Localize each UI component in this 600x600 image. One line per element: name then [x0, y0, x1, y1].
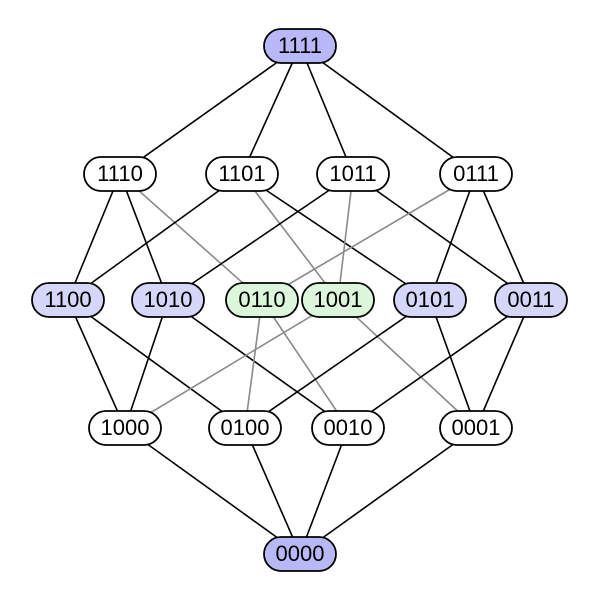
- node-box: [301, 282, 375, 318]
- node-label: 0000: [276, 541, 325, 566]
- edge-1011-0011: [352, 173, 532, 301]
- edge-0110-0010: [261, 299, 349, 429]
- node-box: [208, 410, 282, 446]
- edge-1101-0101: [241, 173, 431, 301]
- node-label: 1110: [97, 161, 143, 186]
- node-1111: 1111: [263, 28, 337, 64]
- edge-1111-1110: [119, 45, 301, 175]
- edge-0111-0101: [429, 173, 477, 301]
- node-0100: 0100: [208, 410, 282, 446]
- edge-1100-1000: [67, 299, 126, 429]
- edge-0011-0001: [475, 299, 532, 429]
- node-label: 0001: [452, 415, 501, 440]
- edge-0001-0000: [299, 427, 477, 555]
- edge-1100-0100: [67, 299, 246, 429]
- edge-0110-0100: [244, 299, 263, 429]
- edge-0111-0110: [261, 173, 477, 301]
- edge-1110-1010: [119, 173, 169, 301]
- node-box: [439, 410, 513, 446]
- edge-layer: [67, 45, 532, 555]
- node-0000: 0000: [263, 536, 337, 572]
- edge-0101-0001: [429, 299, 477, 429]
- node-label: 1000: [101, 415, 150, 440]
- node-1011: 1011: [316, 156, 390, 192]
- node-box: [439, 156, 513, 192]
- node-box: [31, 282, 105, 318]
- edge-1000-0000: [124, 427, 301, 555]
- node-label: 0110: [238, 287, 285, 312]
- node-box: [225, 282, 299, 318]
- node-box: [263, 536, 337, 572]
- node-label: 0101: [406, 287, 455, 312]
- node-0010: 0010: [311, 410, 385, 446]
- node-box: [88, 410, 162, 446]
- node-box: [311, 410, 385, 446]
- edge-1001-0001: [337, 299, 477, 429]
- node-label: 0111: [453, 161, 499, 186]
- edge-1011-1010: [167, 173, 354, 301]
- node-box: [494, 282, 568, 318]
- edge-1110-0110: [119, 173, 263, 301]
- node-label: 1101: [218, 161, 265, 186]
- node-layer: 1111 1110 1101 1011 0111 1100 1010 0110 1001 0101…: [31, 28, 568, 572]
- edge-1011-1001: [337, 173, 354, 301]
- edge-0111-0011: [475, 173, 532, 301]
- edge-1001-1000: [124, 299, 339, 429]
- node-0110: 0110: [225, 282, 299, 318]
- edge-1111-1011: [299, 45, 354, 175]
- node-1010: 1010: [131, 282, 205, 318]
- edge-0011-0010: [347, 299, 532, 429]
- node-box: [316, 156, 390, 192]
- edge-0100-0000: [244, 427, 301, 555]
- node-label: 1010: [144, 287, 193, 312]
- edge-1101-1001: [241, 173, 339, 301]
- edge-1111-0111: [299, 45, 477, 175]
- node-label: 1001: [314, 287, 363, 312]
- node-label: 1111: [278, 33, 322, 58]
- node-1001: 1001: [301, 282, 375, 318]
- node-label: 1100: [44, 287, 91, 312]
- node-0111: 0111: [439, 156, 513, 192]
- node-box: [83, 156, 157, 192]
- edge-1110-1100: [67, 173, 121, 301]
- edge-1010-0010: [167, 299, 349, 429]
- edge-0010-0000: [299, 427, 349, 555]
- node-0011: 0011: [494, 282, 568, 318]
- edge-1101-1100: [67, 173, 243, 301]
- node-0101: 0101: [393, 282, 467, 318]
- node-label: 1011: [329, 161, 376, 186]
- node-label: 0011: [507, 287, 554, 312]
- node-1110: 1110: [83, 156, 157, 192]
- node-box: [393, 282, 467, 318]
- node-label: 0100: [221, 415, 270, 440]
- edge-1010-1000: [124, 299, 169, 429]
- node-1000: 1000: [88, 410, 162, 446]
- edge-0101-0100: [244, 299, 431, 429]
- node-box: [263, 28, 337, 64]
- node-box: [131, 282, 205, 318]
- node-box: [205, 156, 279, 192]
- node-1101: 1101: [205, 156, 279, 192]
- node-1100: 1100: [31, 282, 105, 318]
- edge-1111-1101: [241, 45, 301, 175]
- node-0001: 0001: [439, 410, 513, 446]
- node-label: 0010: [324, 415, 373, 440]
